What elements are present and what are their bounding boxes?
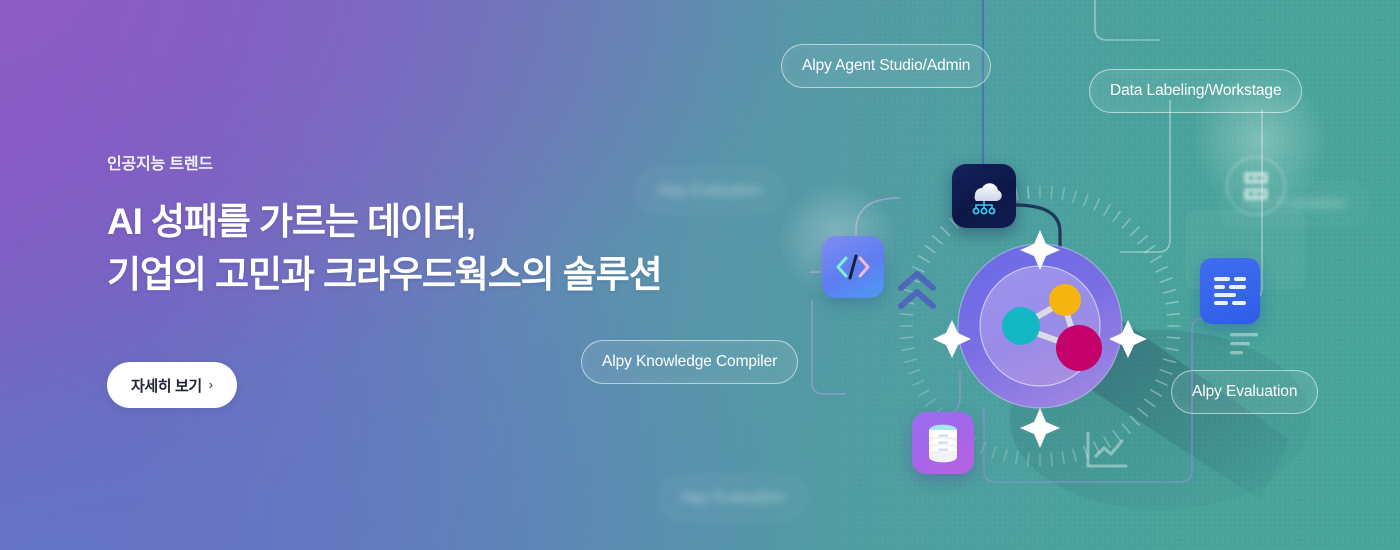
ghost-chip-alpy-evaluation-top: Alpy Evaluation (636, 169, 784, 213)
central-sphere (933, 230, 1147, 448)
chip-label: Alpy Agent Studio/Admin (802, 57, 971, 74)
list-lines-icon (1230, 333, 1258, 355)
chip-data-labeling-workstage[interactable]: Data Labeling/Workstage (1089, 69, 1303, 113)
chip-label: Alpy Knowledge Compiler (602, 353, 778, 370)
network-nodes-icon (1002, 284, 1102, 371)
faint-chart (1080, 428, 1132, 481)
server-rack-icon (1226, 156, 1286, 216)
tile-cloud[interactable] (952, 164, 1016, 228)
page-title: AI 성패를 가르는 데이터, 기업의 고민과 크라우드웍스의 솔루션 (107, 201, 663, 295)
chip-label: Alpy Evaluation (1192, 383, 1298, 400)
code-brackets-icon (836, 254, 870, 280)
eyebrow-label: 인공지능 트렌드 (107, 156, 213, 173)
faint-server-badge (1220, 150, 1292, 227)
tile-code[interactable] (822, 236, 884, 298)
learn-more-button[interactable]: 자세히 보기 › (107, 362, 237, 408)
ghost-chip-label: Alpy Evaluation (657, 182, 763, 199)
chip-alpy-evaluation[interactable]: Alpy Evaluation (1171, 370, 1319, 414)
tile-document[interactable] (1200, 258, 1260, 324)
sparkle-star-icon (933, 230, 1147, 448)
cloud-network-icon (972, 183, 1002, 215)
hero-copy: 인공지능 트렌드 AI 성패를 가르는 데이터, 기업의 고민과 크라우드웍스의… (107, 155, 747, 301)
document-lines-icon (1214, 277, 1246, 305)
ghost-chip-alpy-evaluation-bottom: Alpy Evaluation (659, 476, 807, 520)
ghost-chip-alpy-evaluation-right: Alpy Evaluation (1220, 182, 1368, 226)
chip-label: Data Labeling/Workstage (1110, 82, 1282, 99)
learn-more-label: 자세히 보기 (131, 377, 202, 395)
chip-alpy-agent-studio-admin[interactable]: Alpy Agent Studio/Admin (781, 44, 992, 88)
double-chevron-up-icon (895, 268, 939, 314)
database-icon (929, 424, 957, 463)
faint-list-lines (1228, 330, 1262, 365)
ghost-chip-label: Alpy Evaluation (1241, 195, 1347, 212)
tile-database[interactable] (912, 412, 974, 474)
chevron-right-icon: › (208, 376, 213, 392)
chip-alpy-knowledge-compiler[interactable]: Alpy Knowledge Compiler (581, 340, 799, 384)
architecture-diagram: Alpy Agent Studio/Admin Data Labeling/Wo… (560, 0, 1400, 550)
line-chart-icon (1086, 431, 1128, 468)
ghost-chip-label: Alpy Evaluation (680, 489, 786, 506)
